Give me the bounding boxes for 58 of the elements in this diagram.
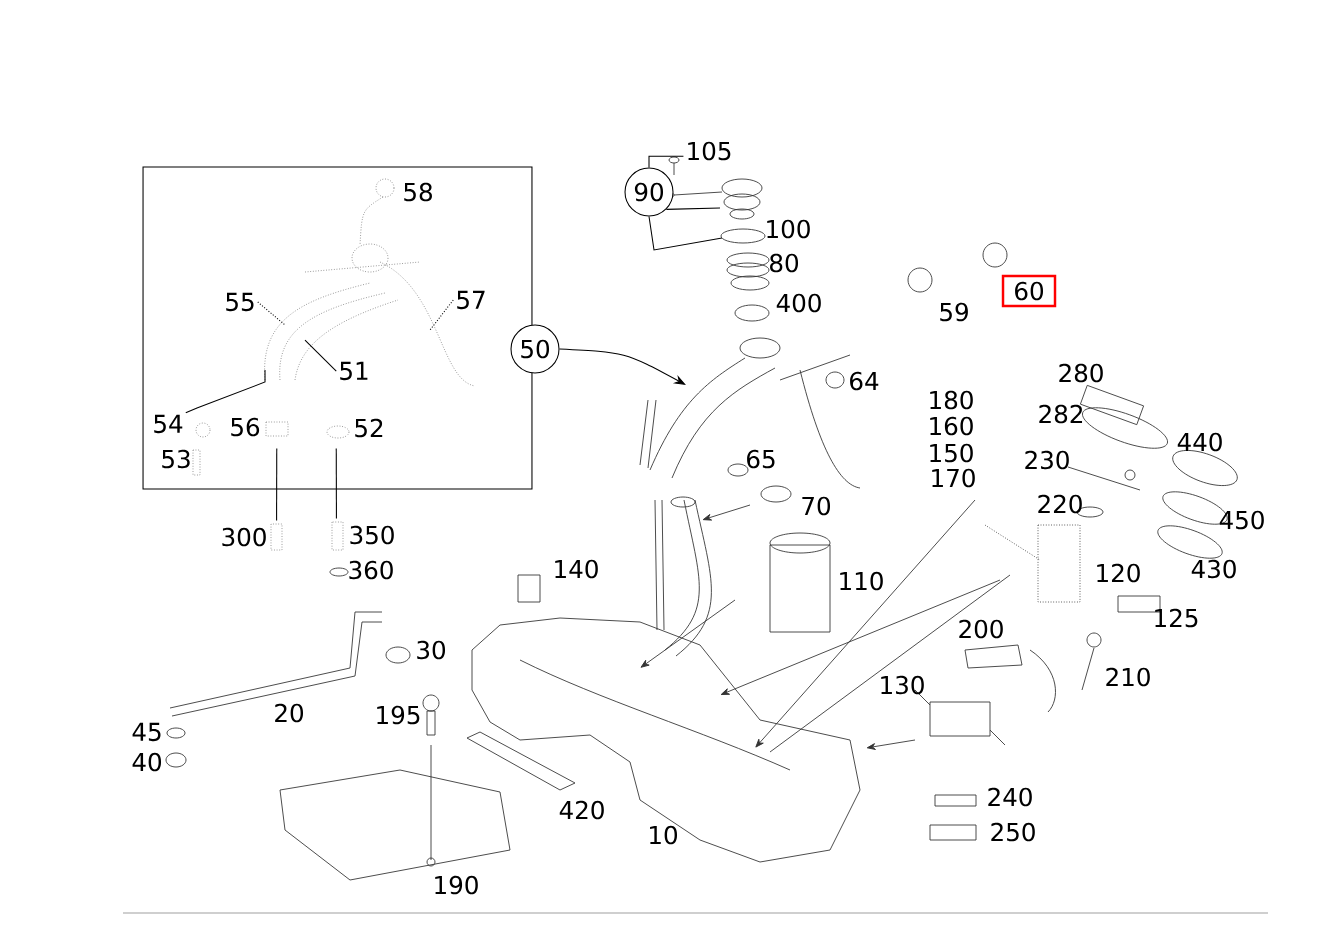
callout-number: 53 xyxy=(162,449,190,469)
callout-number: 100 xyxy=(767,219,810,239)
callout-number: 220 xyxy=(1038,494,1082,514)
callout-number: 280 xyxy=(1059,363,1103,383)
callout-number: 350 xyxy=(350,525,394,545)
callout-number: 180 xyxy=(930,390,973,410)
callout-number: 125 xyxy=(1155,608,1198,628)
callout-number: 45 xyxy=(132,722,161,742)
callout-number: 170 xyxy=(932,468,975,488)
callout-number: 250 xyxy=(991,822,1035,842)
callout-number: 56 xyxy=(231,417,260,437)
callout-number: 120 xyxy=(1097,563,1140,583)
callout-number: 430 xyxy=(1191,559,1236,579)
callout-number: 130 xyxy=(881,675,924,695)
callout-number: 230 xyxy=(1025,450,1069,470)
callout-number: 210 xyxy=(1106,667,1150,687)
callout-number: 282 xyxy=(1039,404,1082,424)
callout-number: 65 xyxy=(747,449,775,469)
callout-number: 360 xyxy=(349,560,393,580)
callout-number: 40 xyxy=(132,752,161,772)
callout-number: 110 xyxy=(840,571,883,591)
callout-number: 57 xyxy=(457,290,485,310)
callout-number: 10 xyxy=(650,825,678,845)
callout-number: 300 xyxy=(222,527,266,547)
callout-number: 52 xyxy=(355,418,383,438)
callout-number: 105 xyxy=(688,141,731,161)
leader-line xyxy=(335,447,337,520)
callout-number: 420 xyxy=(559,800,604,820)
leader-line xyxy=(429,299,454,331)
callout-number: 59 xyxy=(940,302,968,322)
highlight-box: 60 xyxy=(1001,274,1057,308)
callout-number: 160 xyxy=(930,416,973,436)
callout-number: 150 xyxy=(930,443,973,463)
leader-line xyxy=(185,369,266,414)
callout-number: 200 xyxy=(959,619,1003,639)
leader-line xyxy=(257,301,286,326)
callout-number: 400 xyxy=(776,293,821,313)
callout-number: 440 xyxy=(1177,432,1222,452)
callout-number: 80 xyxy=(770,253,799,273)
callout-number: 30 xyxy=(417,640,445,660)
callout-number: 20 xyxy=(275,703,303,723)
callout-number: 195 xyxy=(377,705,420,725)
callout-number: 70 xyxy=(802,496,831,516)
leader-line xyxy=(276,447,278,522)
leader-line xyxy=(665,207,721,210)
leader-line xyxy=(304,339,337,372)
leader-line xyxy=(648,216,723,251)
callout-number: 58 xyxy=(404,182,432,202)
callout-number: 64 xyxy=(850,371,879,391)
callout-number: 55 xyxy=(226,292,254,312)
leader-line xyxy=(648,155,684,168)
arrow xyxy=(559,348,686,385)
callout-number: 240 xyxy=(988,787,1032,807)
callout-number: 140 xyxy=(555,559,598,579)
callout-number: 450 xyxy=(1219,510,1264,530)
callout-number: 190 xyxy=(435,875,478,895)
callout-number: 54 xyxy=(154,414,183,434)
callout-number: 51 xyxy=(340,361,368,381)
